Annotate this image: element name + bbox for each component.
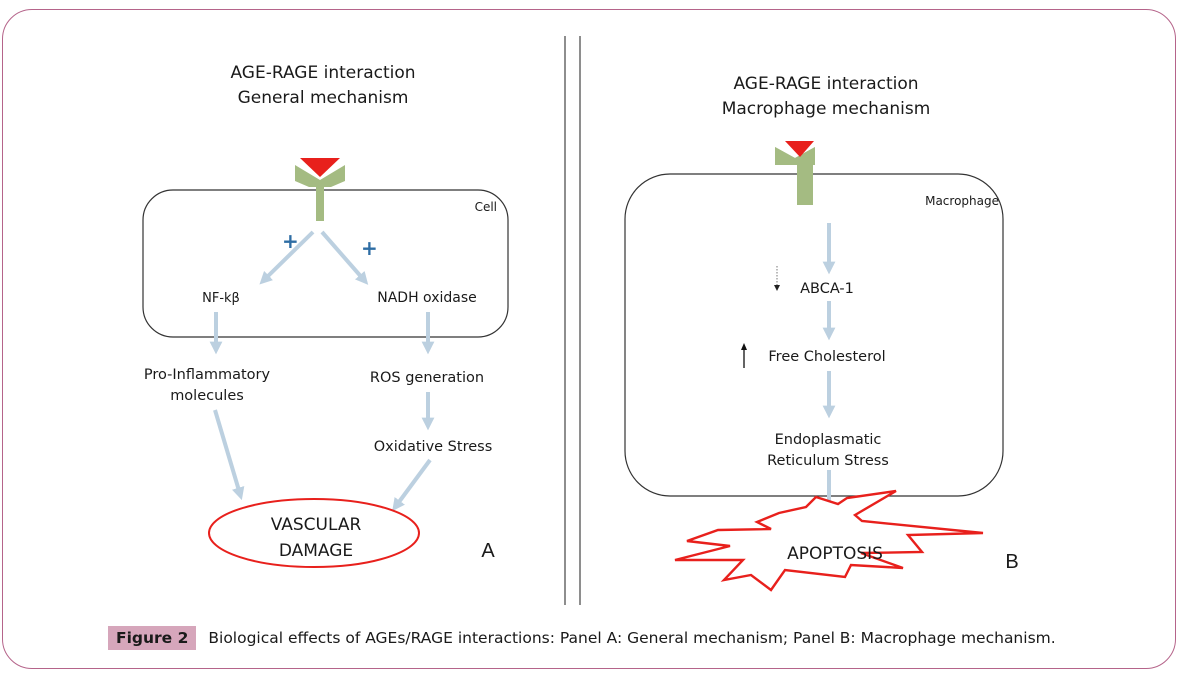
age-ligand-icon: [300, 158, 340, 177]
node-er-line2: Reticulum Stress: [767, 453, 889, 469]
arrow-oxidative-to-damage: [392, 458, 432, 512]
macrophage-label: Macrophage: [925, 194, 999, 208]
plus-right-icon: +: [361, 236, 378, 260]
panel-a-title-line2: General mechanism: [238, 88, 409, 108]
figure-frame: [2, 9, 1176, 669]
panel-letter-a: A: [481, 540, 495, 562]
node-pro-inflammatory-line1: Pro-Inflammatory: [144, 367, 271, 383]
node-free-cholesterol: Free Cholesterol: [768, 349, 885, 365]
outcome-apoptosis: APOPTOSIS: [787, 544, 883, 564]
panel-letter-b: B: [1005, 551, 1018, 573]
panel-b-title-line1: AGE-RAGE interaction: [733, 74, 918, 94]
figure-label: Figure 2: [108, 625, 197, 650]
arrow-to-nadh: [320, 230, 369, 285]
arrow-to-nfkb: [259, 230, 315, 285]
node-nadh-oxidase: NADH oxidase: [377, 290, 477, 306]
node-pro-inflammatory-line2: molecules: [170, 388, 244, 404]
outcome-line1: VASCULAR: [271, 515, 362, 535]
cell-label: Cell: [475, 200, 497, 214]
node-ros-generation: ROS generation: [370, 370, 484, 386]
macrophage-membrane: [624, 173, 1004, 497]
panel-b-title-line2: Macrophage mechanism: [722, 99, 931, 119]
plus-left-icon: +: [282, 229, 299, 253]
panel-a-title-line1: AGE-RAGE interaction: [230, 63, 415, 83]
apoptosis-starburst: [674, 489, 984, 592]
node-er-line1: Endoplasmatic: [775, 432, 882, 448]
decrease-arrow-icon: [774, 285, 780, 291]
increase-arrow-icon: [741, 343, 747, 350]
age-ligand-b-icon: [785, 141, 814, 157]
figure-caption-text: Biological effects of AGEs/RAGE interact…: [208, 628, 1056, 647]
node-oxidative-stress: Oxidative Stress: [374, 439, 493, 455]
rage-receptor-b-icon: [775, 141, 815, 205]
rage-receptor-icon: [295, 158, 345, 221]
panel-b: AGE-RAGE interaction Macrophage mechanis…: [624, 74, 1019, 592]
cell-membrane: [142, 189, 509, 338]
vascular-damage-outline: [208, 498, 420, 568]
node-abca1: ABCA-1: [800, 281, 854, 297]
arrow-pro-inflammatory-to-damage: [213, 409, 245, 501]
outcome-line2: DAMAGE: [279, 541, 353, 561]
node-nfkb: NF-kβ: [202, 291, 240, 306]
panel-a: AGE-RAGE interaction General mechanism C…: [142, 63, 509, 568]
figure-caption: Figure 2 Biological effects of AGEs/RAGE…: [108, 624, 1056, 651]
